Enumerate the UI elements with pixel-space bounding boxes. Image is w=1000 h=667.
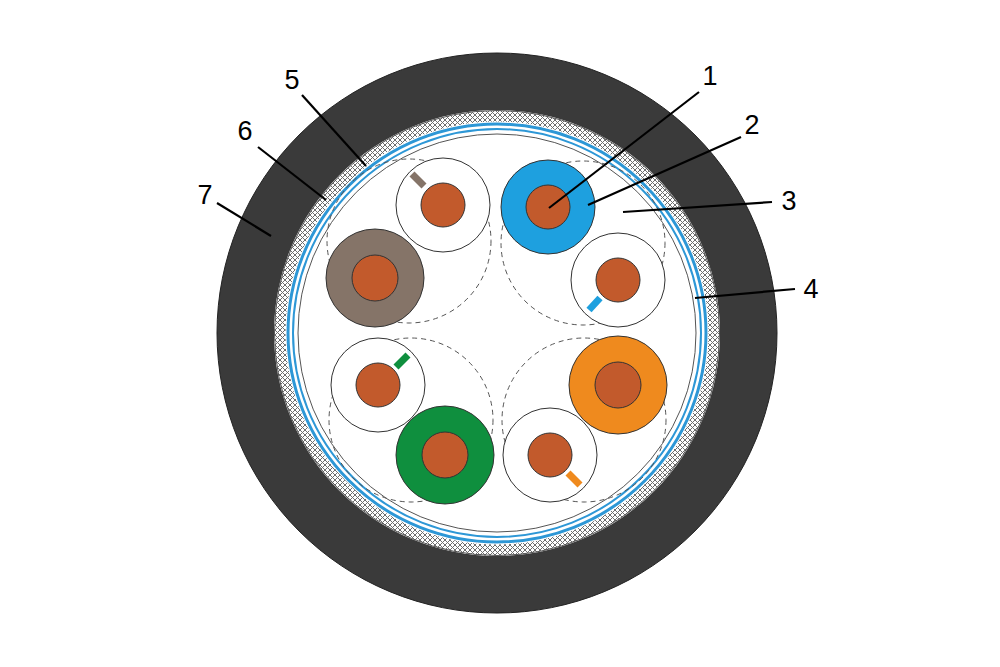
callout-number: 1 xyxy=(702,63,717,90)
callout-number: 3 xyxy=(781,188,796,215)
pair-outline xyxy=(327,159,666,502)
insulated-conductor xyxy=(326,160,667,504)
foil-shield xyxy=(293,129,701,537)
callout-number: 7 xyxy=(197,182,212,209)
braid-shield xyxy=(280,116,714,550)
leader-line xyxy=(217,92,795,298)
foil-shield xyxy=(288,124,706,542)
callout-number: 4 xyxy=(803,276,818,303)
callout-number: 6 xyxy=(237,118,252,145)
inner-wrap xyxy=(298,134,696,532)
filler xyxy=(295,131,699,535)
outer-jacket xyxy=(217,53,777,613)
striped-conductor xyxy=(331,158,665,502)
callout-number: 5 xyxy=(284,67,299,94)
callout-number: 2 xyxy=(744,112,759,139)
